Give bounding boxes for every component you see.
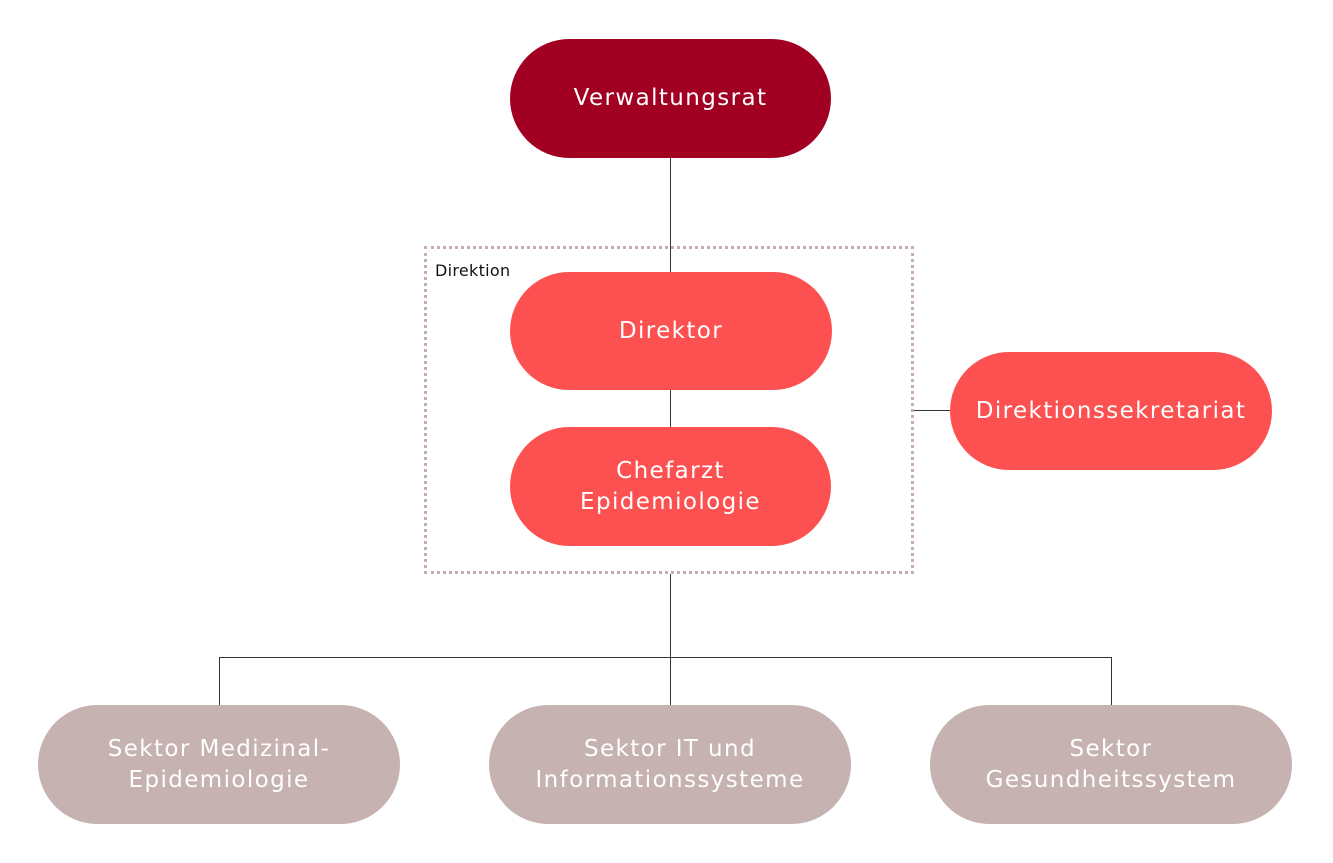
connector-director-to-chief	[670, 389, 671, 428]
node-direktionssekretariat: Direktionssekretariat	[950, 352, 1272, 470]
node-label-line-2: Epidemiologie	[580, 488, 761, 515]
node-label-line-1: Sektor	[1069, 735, 1153, 762]
direktion-group-box	[424, 246, 914, 574]
connector-group-to-secretariat	[914, 410, 950, 411]
node-label-line-2: Epidemiologie	[128, 766, 310, 793]
node-label: Direktor	[618, 317, 724, 344]
connector-sector-right	[1111, 657, 1112, 705]
node-sektor-medizinal-epidemiologie: Sektor Medizinal- Epidemiologie	[38, 705, 400, 824]
connector-sector-left	[219, 657, 220, 705]
node-label-line-1: Chefarzt	[616, 457, 725, 484]
node-label: Direktionssekretariat	[975, 397, 1247, 424]
node-sektor-it-informationssysteme: Sektor IT und Informationssysteme	[489, 705, 851, 824]
direktion-group-label: Direktion	[435, 261, 511, 280]
connector-sectors-horizontal	[219, 657, 1112, 658]
connector-sector-middle	[670, 657, 671, 705]
node-label-line-2: Informationssysteme	[535, 766, 805, 793]
node-direktor: Direktor	[510, 272, 832, 390]
connector-group-to-sectors	[670, 574, 671, 657]
node-sektor-gesundheitssystem: Sektor Gesundheitssystem	[930, 705, 1292, 824]
node-verwaltungsrat: Verwaltungsrat	[510, 39, 831, 158]
connector-board-to-director	[670, 157, 671, 272]
node-label: Verwaltungsrat	[573, 85, 768, 111]
node-label-line-1: Sektor Medizinal-	[107, 735, 331, 762]
node-chefarzt-epidemiologie: Chefarzt Epidemiologie	[510, 427, 831, 546]
node-label-line-2: Gesundheitssystem	[985, 766, 1237, 793]
node-label-line-1: Sektor IT und	[583, 735, 757, 762]
